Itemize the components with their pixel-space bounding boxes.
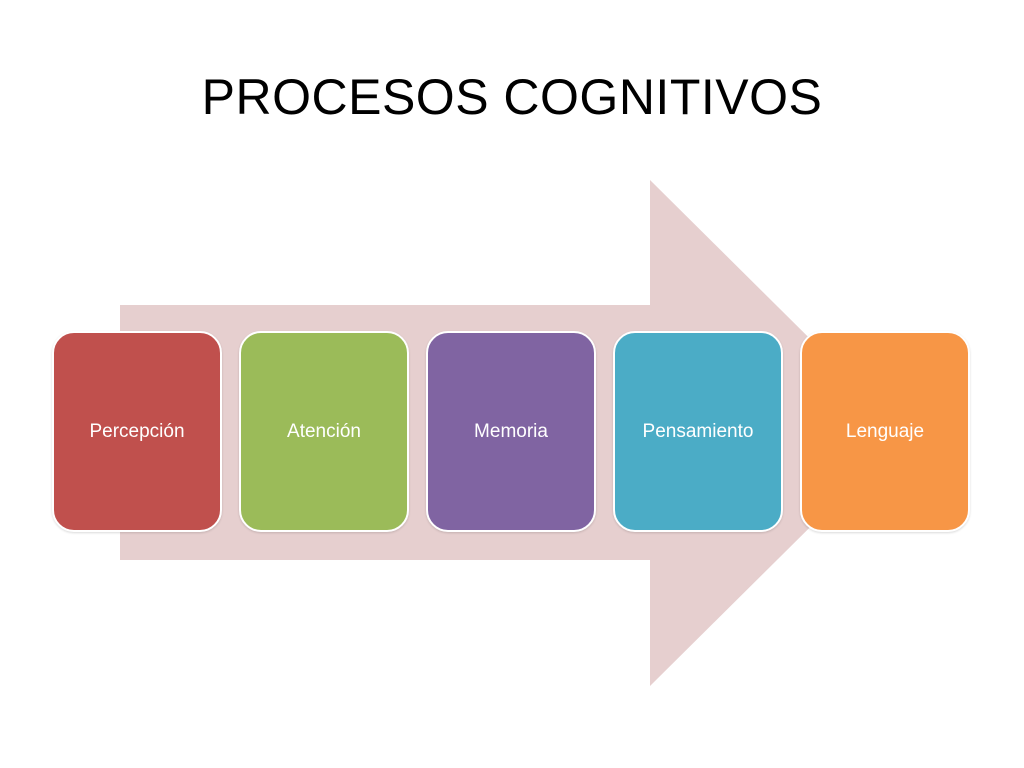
step-box-memoria: Memoria [426,331,596,532]
step-label: Memoria [474,420,548,442]
step-box-pensamiento: Pensamiento [613,331,783,532]
step-label: Lenguaje [845,420,925,442]
slide-title: PROCESOS COGNITIVOS [201,69,823,125]
step-box-atencion: Atención [239,331,409,532]
step-label: Pensamiento [642,420,754,442]
step-label: Atención [287,420,361,442]
step-box-lenguaje: Lenguaje [800,331,970,532]
step-label: Percepción [89,420,185,442]
step-box-percepcion: Percepción [52,331,222,532]
